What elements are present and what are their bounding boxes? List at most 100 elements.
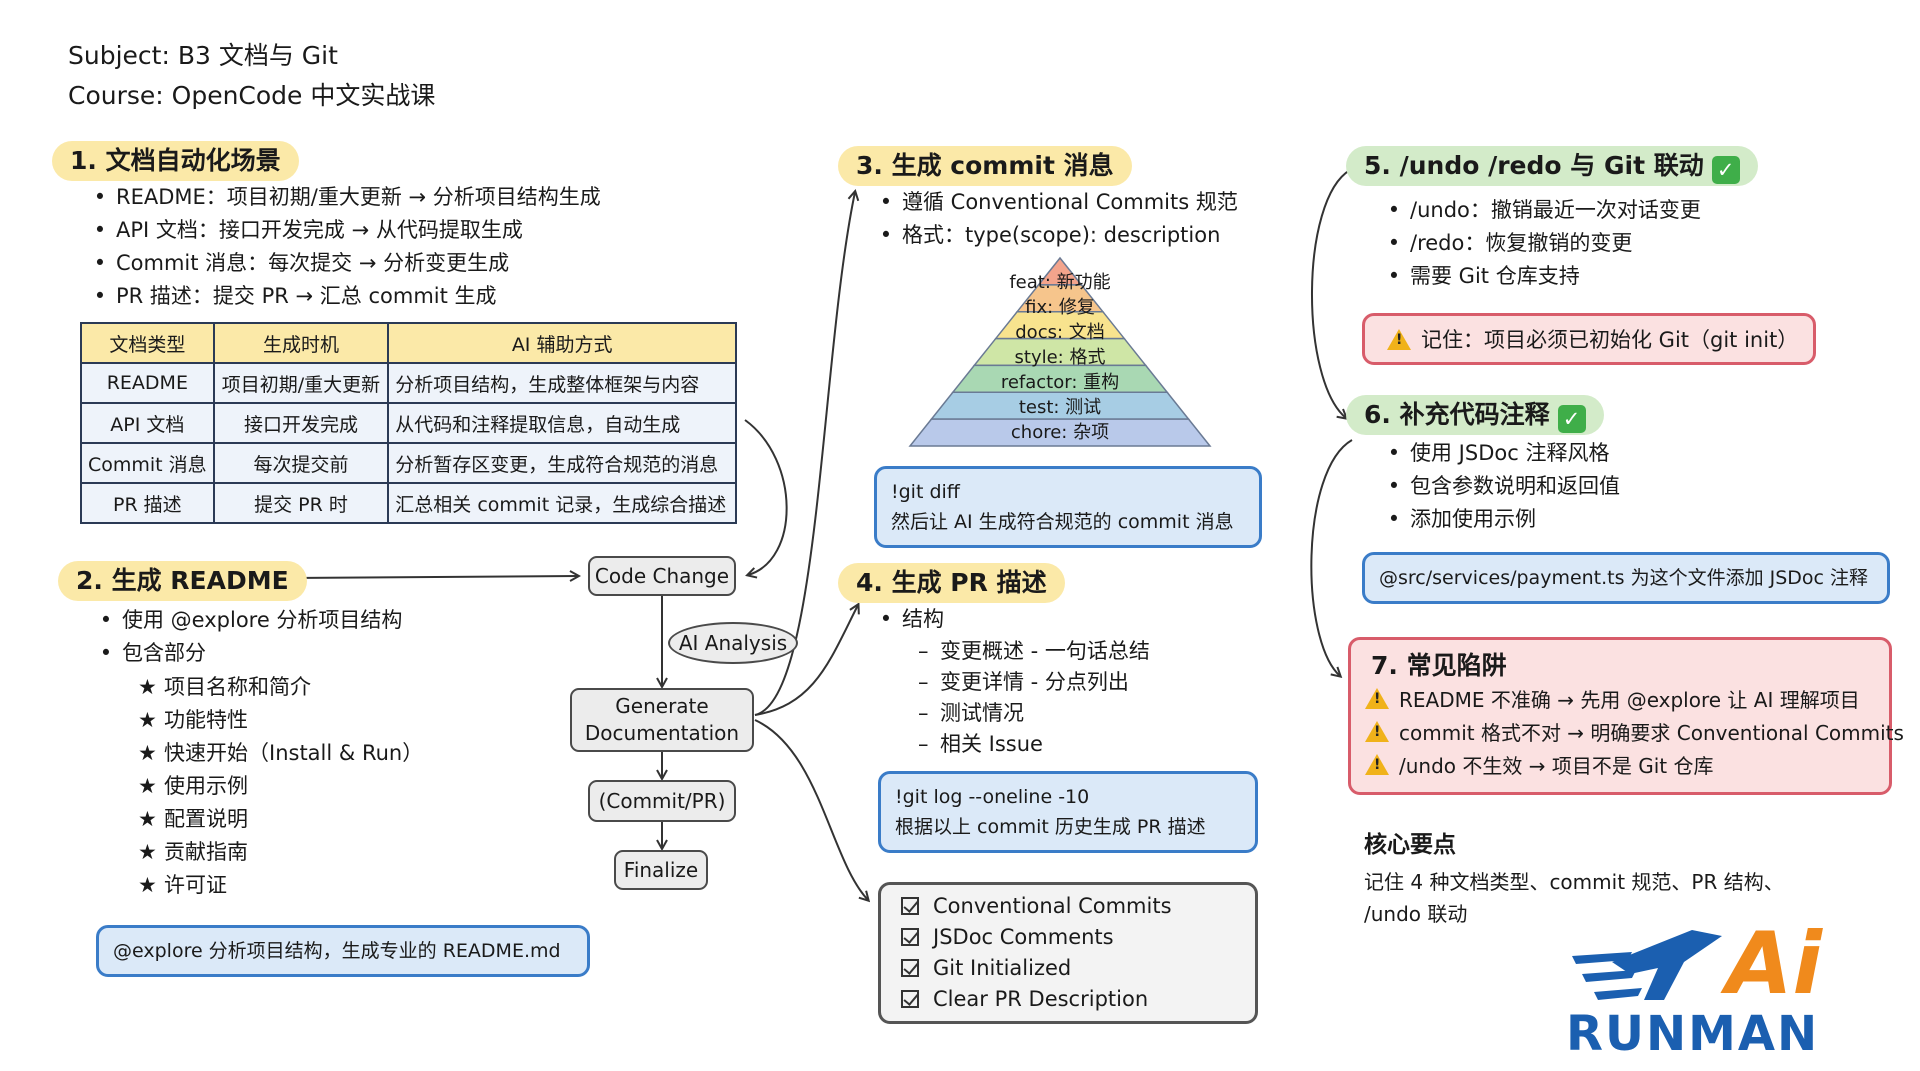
arrow-readme-to-codechange — [289, 576, 578, 578]
list-item: 包含部分 — [94, 637, 402, 670]
logo-ai-text: Ai — [1726, 914, 1823, 1014]
warning-text: 记住：项目必须已初始化 Git（git init） — [1421, 328, 1799, 352]
list-item: 项目名称和简介 — [138, 671, 423, 704]
list-item: 功能特性 — [138, 704, 423, 737]
section-4-title: 4. 生成 PR 描述 — [838, 563, 1065, 603]
list-item: PR 描述：提交 PR → 汇总 commit 生成 — [88, 280, 601, 313]
list-item: 快速开始（Install & Run） — [138, 737, 423, 770]
table-header: AI 辅助方式 — [387, 322, 737, 364]
list-item: 使用示例 — [138, 770, 423, 803]
list-item: 配置说明 — [138, 803, 423, 836]
list-item: /undo：撤销最近一次对话变更 — [1382, 194, 1701, 227]
list-item: 包含参数说明和返回值 — [1382, 470, 1620, 503]
list-item: API 文档：接口开发完成 → 从代码提取生成 — [88, 214, 601, 247]
checklist-box: Conventional Commits JSDoc Comments Git … — [878, 882, 1258, 1024]
section-7-title: 7. 常见陷阱 — [1371, 651, 1507, 680]
command-text: @src/services/payment.ts 为这个文件添加 JSDoc 注… — [1379, 567, 1869, 589]
list-item: /undo 不生效 → 项目不是 Git 仓库 — [1365, 750, 1875, 783]
table-cell: 接口开发完成 — [212, 402, 390, 444]
checklist-label: Conventional Commits — [933, 894, 1172, 918]
check-mark-icon: ✓ — [1711, 156, 1740, 184]
pyramid-label: style: 格式 — [1014, 347, 1106, 368]
warning-icon — [1365, 754, 1389, 775]
pyramid-labels: feat: 新功能 fix: 修复 docs: 文档 style: 格式 ref… — [900, 270, 1220, 445]
list-item: 贡献指南 — [138, 836, 423, 869]
section-3-title: 3. 生成 commit 消息 — [838, 146, 1132, 186]
section-6-title: 6. 补充代码注释✓ — [1346, 395, 1604, 435]
table-cell: PR 描述 — [80, 482, 215, 524]
checklist-item: Git Initialized — [901, 953, 1235, 984]
command-line-1: !git log --oneline -10 — [895, 786, 1090, 808]
jsdoc-command-box: @src/services/payment.ts 为这个文件添加 JSDoc 注… — [1362, 552, 1890, 604]
arrow-table-to-codechange — [744, 419, 788, 575]
list-item: 使用 @explore 分析项目结构 — [94, 604, 402, 637]
list-item: commit 格式不对 → 明确要求 Conventional Commits — [1365, 717, 1904, 750]
finalize-node: Finalize — [614, 850, 708, 890]
list-item: 需要 Git 仓库支持 — [1382, 260, 1701, 293]
table-cell: API 文档 — [80, 402, 215, 444]
checklist-label: JSDoc Comments — [933, 925, 1114, 949]
list-item: 结构 — [874, 603, 1150, 636]
arrow-generate-to-s4 — [754, 605, 858, 716]
list-item: README 不准确 → 先用 @explore 让 AI 理解项目 — [1365, 684, 1875, 717]
summary-title: 核心要点 — [1364, 832, 1456, 858]
list-item: 测试情况 — [918, 698, 1150, 729]
list-item: 变更详情 - 分点列出 — [918, 667, 1150, 698]
checkbox-checked-icon — [901, 990, 919, 1008]
pitfall-text: /undo 不生效 → 项目不是 Git 仓库 — [1399, 754, 1714, 778]
list-item: 使用 JSDoc 注释风格 — [1382, 437, 1620, 470]
table-cell: 分析暂存区变更，生成符合规范的消息 — [387, 442, 737, 484]
command-line-1: !git diff — [891, 481, 960, 503]
pyramid-label: refactor: 重构 — [1000, 372, 1120, 393]
table-row: README 项目初期/重大更新 分析项目结构，生成整体框架与内容 — [80, 362, 737, 404]
table-cell: README — [80, 362, 215, 404]
checklist-item: Conventional Commits — [901, 891, 1235, 922]
table-cell: 提交 PR 时 — [212, 482, 390, 524]
list-item: 许可证 — [138, 869, 423, 902]
pitfall-text: commit 格式不对 → 明确要求 Conventional Commits — [1399, 721, 1904, 745]
table-header: 生成时机 — [212, 322, 390, 364]
pyramid-label: fix: 修复 — [1025, 297, 1095, 318]
section-3-bullets: 遵循 Conventional Commits 规范 格式：type(scope… — [874, 186, 1238, 252]
runner-icon — [1572, 930, 1722, 1000]
checklist-label: Git Initialized — [933, 956, 1072, 980]
readme-sections-list: 项目名称和简介 功能特性 快速开始（Install & Run） 使用示例 配置… — [138, 671, 423, 902]
table-cell: 汇总相关 commit 记录，生成综合描述 — [387, 482, 737, 524]
pr-structure-list: 变更概述 - 一句话总结 变更详情 - 分点列出 测试情况 相关 Issue — [918, 636, 1150, 760]
commit-type-pyramid — [908, 256, 1212, 447]
pitfall-text: README 不准确 → 先用 @explore 让 AI 理解项目 — [1399, 688, 1860, 712]
list-item: 添加使用示例 — [1382, 503, 1620, 536]
warning-icon — [1387, 328, 1411, 350]
section-6-title-text: 6. 补充代码注释 — [1364, 400, 1550, 429]
pyramid-label: chore: 杂项 — [1010, 422, 1110, 443]
list-item: 格式：type(scope): description — [874, 219, 1238, 252]
pyramid-label: test: 测试 — [1018, 397, 1102, 418]
warning-icon — [1365, 688, 1389, 709]
check-mark-icon: ✓ — [1557, 405, 1586, 433]
checkbox-checked-icon — [901, 928, 919, 946]
command-line-2: 然后让 AI 生成符合规范的 commit 消息 — [891, 511, 1234, 533]
pyramid-label: feat: 新功能 — [1009, 272, 1111, 293]
table-row: API 文档 接口开发完成 从代码和注释提取信息，自动生成 — [80, 402, 737, 444]
section-5-title: 5. /undo /redo 与 Git 联动✓ — [1346, 146, 1758, 186]
logo-runman-text: RUNMAN — [1566, 1006, 1820, 1062]
checklist-item: Clear PR Description — [901, 984, 1235, 1015]
section-1-title: 1. 文档自动化场景 — [52, 141, 299, 181]
section-2-bullets: 使用 @explore 分析项目结构 包含部分 — [94, 604, 402, 670]
section-6-bullets: 使用 JSDoc 注释风格 包含参数说明和返回值 添加使用示例 — [1382, 437, 1620, 536]
list-item: README：项目初期/重大更新 → 分析项目结构生成 — [88, 181, 601, 214]
pyramid-label: docs: 文档 — [1015, 322, 1105, 343]
list-item: 遵循 Conventional Commits 规范 — [874, 186, 1238, 219]
table-cell: 项目初期/重大更新 — [212, 362, 390, 404]
section-4-bullets: 结构 — [874, 603, 1150, 636]
arrow-generate-to-checklist — [754, 719, 868, 900]
code-change-node: Code Change — [588, 556, 736, 596]
table-cell: Commit 消息 — [80, 442, 215, 484]
table-header: 文档类型 — [80, 322, 215, 364]
pyramid-layer — [908, 418, 1212, 447]
checklist-label: Clear PR Description — [933, 987, 1149, 1011]
common-pitfalls-box: 7. 常见陷阱 README 不准确 → 先用 @explore 让 AI 理解… — [1348, 637, 1904, 795]
course-line: Course: OpenCode 中文实战课 — [68, 81, 436, 110]
readme-command-box: @explore 分析项目结构，生成专业的 README.md — [96, 925, 590, 977]
section-5-bullets: /undo：撤销最近一次对话变更 /redo：恢复撤销的变更 需要 Git 仓库… — [1382, 194, 1701, 293]
